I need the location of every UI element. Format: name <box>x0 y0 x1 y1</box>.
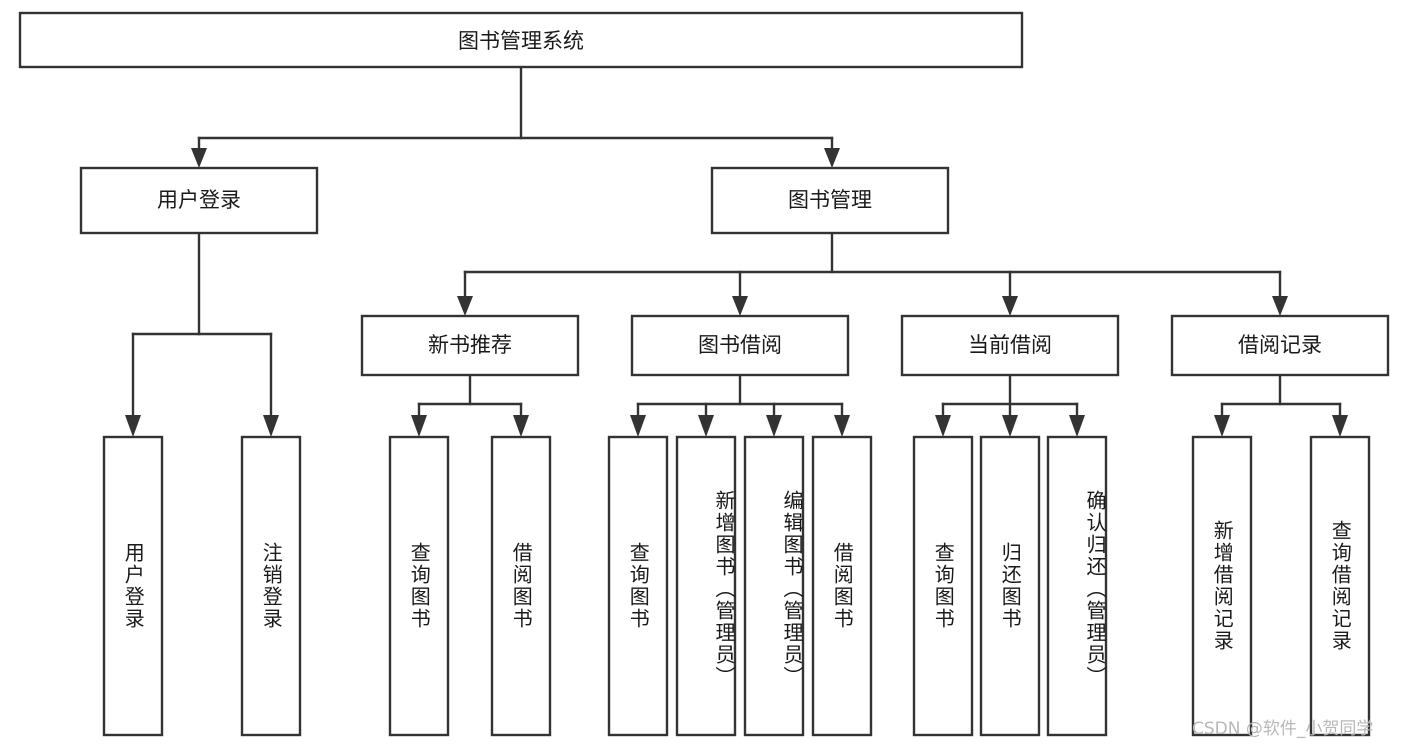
leaf-box-confirm-return[interactable] <box>1046 435 1108 737</box>
arrow-head-bookborrow <box>732 296 748 316</box>
arrow-head-leaf-borrow-book-2 <box>834 415 850 437</box>
node-borrow-record-box[interactable] <box>1170 314 1390 377</box>
arrow-head-userlogin <box>191 148 207 168</box>
node-current-borrow-box[interactable] <box>900 314 1120 377</box>
arrow-head-bookmgmt <box>824 148 840 168</box>
arrow-head-leaf-query-book-1 <box>411 415 427 437</box>
node-book-borrow[interactable]: 图书借阅 <box>630 314 850 377</box>
node-user-login-box[interactable] <box>79 166 319 235</box>
arrow-head-currentborrow <box>1002 296 1018 316</box>
arrow-head-leaf-add-record <box>1214 415 1230 437</box>
arrow-head-leaf-return-book <box>1002 415 1018 437</box>
leaf-box-add-book[interactable] <box>675 435 737 737</box>
leaf-box-borrow-book-2[interactable] <box>811 435 873 737</box>
node-root-box[interactable] <box>18 11 1024 69</box>
arrow-head-leaf-borrow-book-1 <box>513 415 529 437</box>
leaf-box-return-book[interactable] <box>979 435 1041 737</box>
node-user-login-label: 用户登录 <box>157 188 241 212</box>
arrow-head-leaf-query-book-2 <box>630 415 646 437</box>
arrow-head-leaf-query-record <box>1332 415 1348 437</box>
node-book-borrow-box[interactable] <box>630 314 850 377</box>
node-root-label: 图书管理系统 <box>458 29 584 53</box>
leaf-box-borrow-book-1[interactable] <box>490 435 552 737</box>
node-current-borrow[interactable]: 当前借阅 <box>900 314 1120 377</box>
arrow-head-leaf-logout <box>263 415 279 437</box>
arrow-head-leaf-edit-book <box>766 415 782 437</box>
node-current-borrow-label: 当前借阅 <box>968 333 1052 357</box>
leaf-box-query-record[interactable] <box>1309 435 1371 737</box>
arrow-head-borrowrecord <box>1272 296 1288 316</box>
arrow-head-newbook <box>457 296 473 316</box>
leaf-box-query-book-2[interactable] <box>607 435 669 737</box>
node-new-book-recommend[interactable]: 新书推荐 <box>360 314 580 377</box>
arrow-head-leaf-user-login <box>125 415 141 437</box>
node-borrow-record[interactable]: 借阅记录 <box>1170 314 1390 377</box>
connector-group <box>125 65 1348 437</box>
node-book-borrow-label: 图书借阅 <box>698 333 782 357</box>
node-book-management-box[interactable] <box>710 166 950 235</box>
node-root[interactable]: 图书管理系统 <box>18 11 1024 69</box>
node-new-book-recommend-box[interactable] <box>360 314 580 377</box>
leaf-box-user-login[interactable] <box>102 435 164 737</box>
node-book-management[interactable]: 图书管理 <box>710 166 950 235</box>
leaf-box-edit-book[interactable] <box>743 435 805 737</box>
leaf-box-query-book-3[interactable] <box>912 435 974 737</box>
node-borrow-record-label: 借阅记录 <box>1238 333 1322 357</box>
csdn-watermark: CSDN @软件_小贺同学 <box>1192 719 1374 739</box>
leaf-boxes-group <box>102 435 1371 737</box>
node-user-login[interactable]: 用户登录 <box>79 166 319 235</box>
node-book-management-label: 图书管理 <box>788 188 872 212</box>
node-new-book-recommend-label: 新书推荐 <box>428 333 512 357</box>
arrow-head-leaf-query-book-3 <box>935 415 951 437</box>
leaf-box-query-book-1[interactable] <box>388 435 450 737</box>
arrow-head-leaf-add-book <box>698 415 714 437</box>
leaf-box-add-record[interactable] <box>1191 435 1253 737</box>
leaf-box-logout[interactable] <box>240 435 302 737</box>
arrow-head-leaf-confirm-return <box>1069 415 1085 437</box>
